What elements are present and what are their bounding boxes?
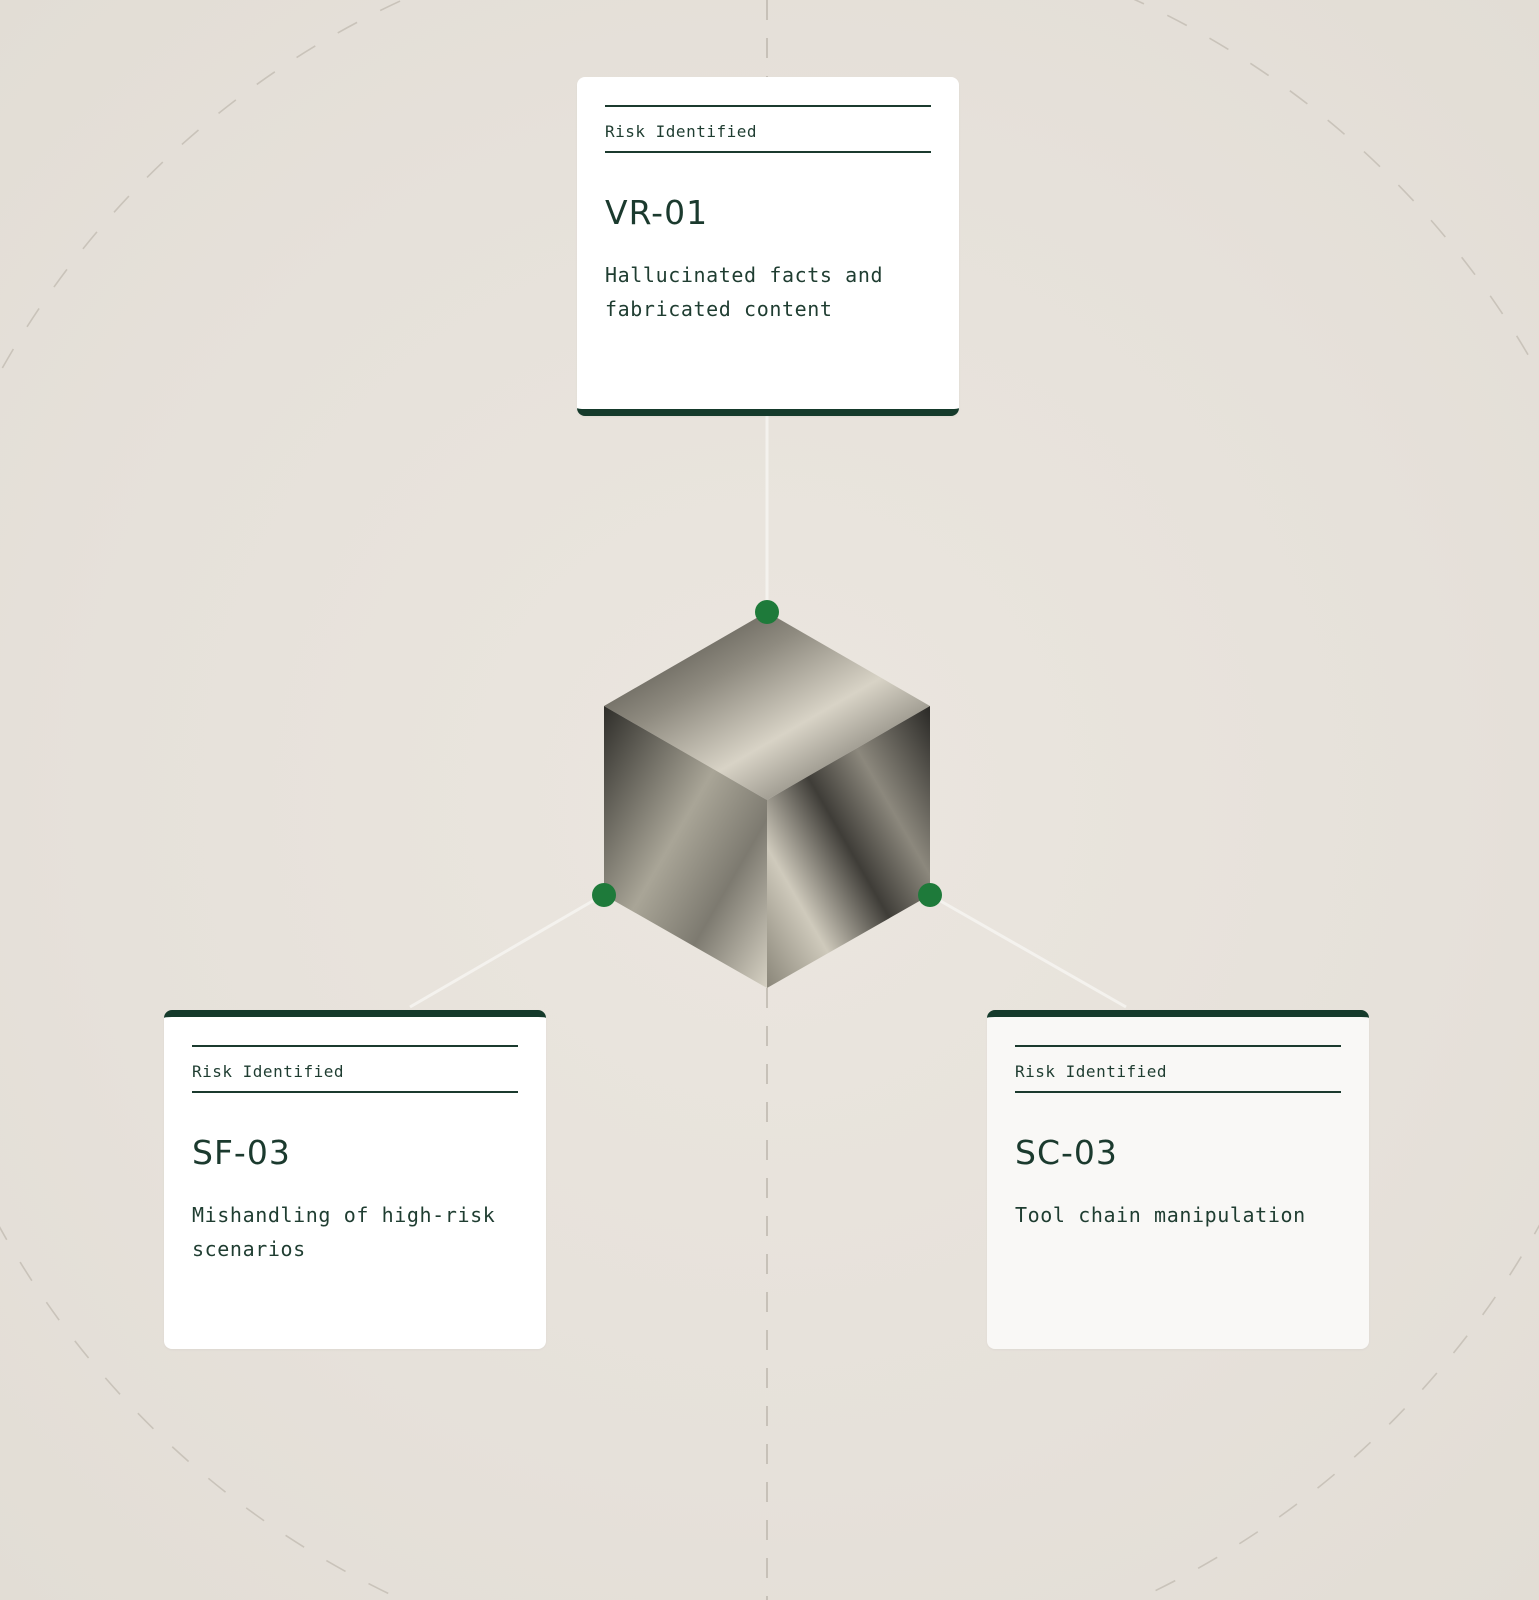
card-code: VR-01 bbox=[605, 193, 709, 232]
risk-card-vr-01[interactable]: Risk Identified VR-01 Hallucinated facts… bbox=[577, 77, 959, 416]
connector-dot-top bbox=[755, 600, 779, 624]
card-label: Risk Identified bbox=[605, 105, 931, 153]
card-description: Tool chain manipulation bbox=[1015, 1203, 1306, 1227]
connector-dot-left bbox=[592, 883, 616, 907]
risk-card-sc-03[interactable]: Risk Identified SC-03 Tool chain manipul… bbox=[987, 1010, 1369, 1349]
card-code: SF-03 bbox=[192, 1133, 291, 1172]
card-description: Hallucinated facts and fabricated conten… bbox=[605, 263, 884, 321]
edge-sf-03 bbox=[409, 893, 604, 1009]
risk-card-sf-03[interactable]: Risk Identified SF-03 Mishandling of hig… bbox=[164, 1010, 546, 1349]
edge-sc-03 bbox=[929, 893, 1127, 1009]
cube-icon bbox=[604, 612, 930, 988]
connector-dot-right bbox=[918, 883, 942, 907]
card-description: Mishandling of high-risk scenarios bbox=[192, 1203, 496, 1261]
card-label: Risk Identified bbox=[192, 1045, 518, 1093]
card-label: Risk Identified bbox=[1015, 1045, 1341, 1093]
card-code: SC-03 bbox=[1015, 1133, 1118, 1172]
